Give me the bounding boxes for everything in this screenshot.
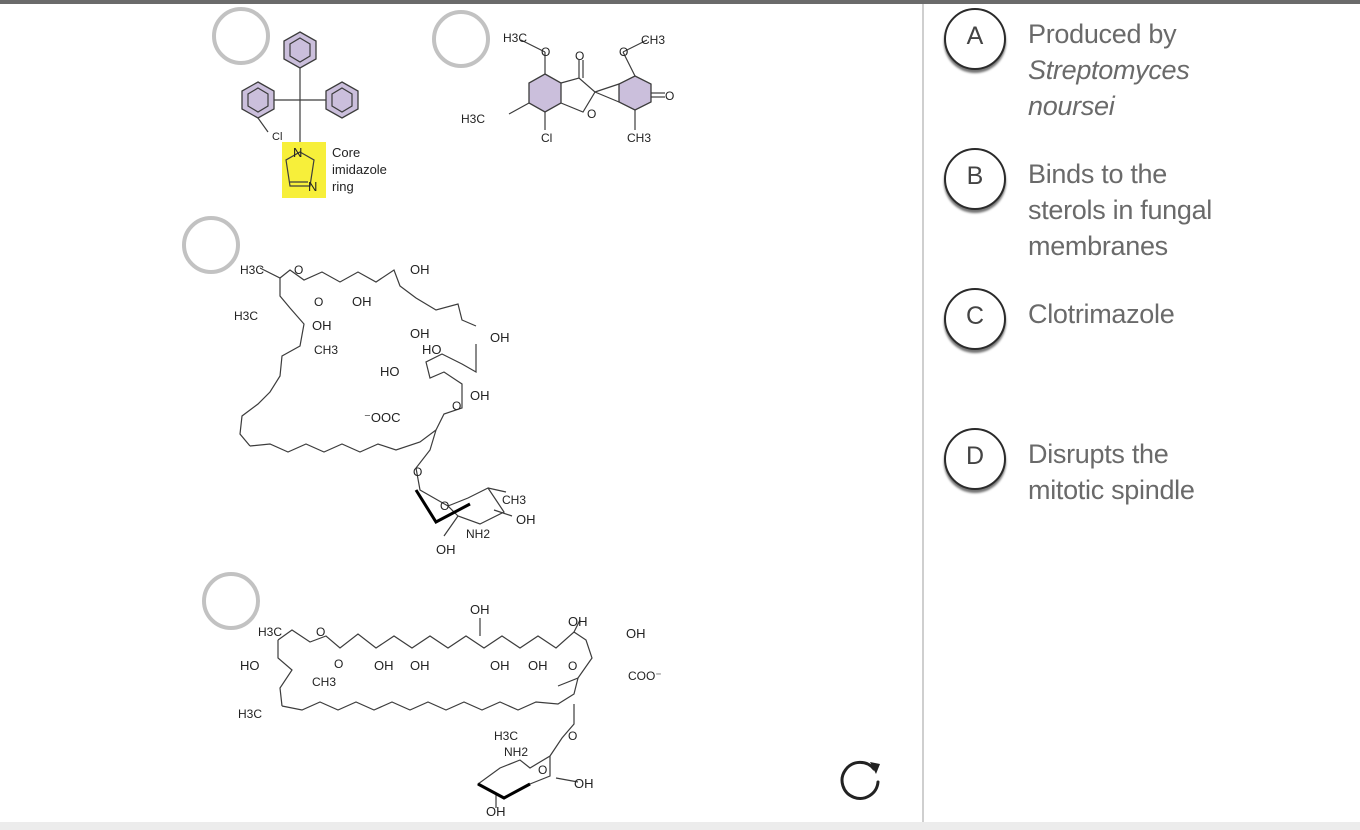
gris-cl: Cl — [541, 131, 552, 145]
choice-b-line2: sterols in fungal — [1028, 195, 1213, 225]
drop-target-nystatin[interactable] — [182, 216, 240, 274]
drop-target-clotrimazole[interactable] — [212, 7, 270, 65]
amph-oh-sugar-1: OH — [574, 776, 594, 791]
amph-oh-b-3: OH — [490, 658, 510, 673]
amph-o-keto: O — [334, 657, 343, 671]
choice-b[interactable]: B Binds to the sterols in fungal membran… — [944, 148, 1344, 261]
nys-o-glyc: O — [413, 465, 422, 479]
choice-a-line2: Streptomyces — [1028, 55, 1190, 85]
amph-ho: HO — [240, 658, 260, 673]
choice-c[interactable]: C Clotrimazole — [944, 288, 1344, 358]
amph-h3c-2: H3C — [238, 707, 262, 721]
nys-oh-sugar-2: OH — [436, 542, 456, 557]
top-border — [0, 0, 1360, 4]
choice-a-line3: noursei — [1028, 91, 1115, 121]
nys-oh-1: OH — [410, 262, 430, 277]
amph-oh-top-1: OH — [470, 602, 490, 617]
gris-ch3-top: CH3 — [641, 33, 665, 47]
gris-h3c-left: H3C — [461, 112, 485, 126]
clotrimazole-cl-label: Cl — [272, 131, 282, 143]
amph-h3c-1: H3C — [258, 625, 282, 639]
nys-ch3-sugar: CH3 — [502, 493, 526, 507]
nys-oh-5: OH — [490, 330, 510, 345]
gris-o4: O — [587, 107, 596, 121]
amphotericin-structure: H3C H3C HO O O CH3 OH OH OH OH OH OH OH … — [232, 596, 702, 820]
gris-h3c-top: H3C — [503, 31, 527, 45]
imidazole-label-line3: ring — [332, 179, 354, 194]
griseofulvin-structure: H3C CH3 H3C O O O O O Cl CH3 — [455, 22, 695, 152]
choice-d-text: Disrupts the mitotic spindle — [1028, 436, 1328, 508]
nys-o-keto: O — [314, 295, 323, 309]
panel-divider — [922, 4, 924, 822]
choice-b-badge: B — [944, 148, 1006, 210]
choice-b-text: Binds to the sterols in fungal membranes — [1028, 156, 1328, 264]
amph-ch3: CH3 — [312, 675, 336, 689]
choice-a-badge: A — [944, 8, 1006, 70]
clotrimazole-n1-label: N — [293, 145, 302, 160]
clotrimazole-n2-label: N — [308, 179, 317, 194]
amph-oh-b-1: OH — [374, 658, 394, 673]
nys-oh-sugar-1: OH — [516, 512, 536, 527]
nys-ooc: ⁻OOC — [364, 410, 400, 425]
nys-o-ring: O — [294, 263, 303, 277]
nys-ho-1: HO — [422, 342, 442, 357]
amph-coo: COO⁻ — [628, 669, 662, 683]
choice-c-badge: C — [944, 288, 1006, 350]
amph-oh-top-3: OH — [626, 626, 646, 641]
gris-o2: O — [619, 45, 628, 59]
amph-h3c-sugar: H3C — [494, 729, 518, 743]
nys-h3c-2: H3C — [234, 309, 258, 323]
choice-b-line1: Binds to the — [1028, 159, 1167, 189]
bottom-border — [0, 822, 1360, 830]
choice-d-line1: Disrupts the — [1028, 439, 1169, 469]
amph-o-glyc: O — [568, 729, 577, 743]
nys-ch3: CH3 — [314, 343, 338, 357]
clotrimazole-structure: Cl N N Core imidazole ring — [220, 28, 410, 203]
amph-oh-b-2: OH — [410, 658, 430, 673]
gris-o-keto: O — [665, 89, 674, 103]
nys-o-pyran: O — [452, 399, 461, 413]
choice-b-line3: membranes — [1028, 231, 1168, 261]
choice-d-line2: mitotic spindle — [1028, 475, 1195, 505]
amph-oh-b-4: OH — [528, 658, 548, 673]
gris-o3: O — [575, 49, 584, 63]
nys-h3c-1: H3C — [240, 263, 264, 277]
nys-ho-2: HO — [380, 364, 400, 379]
choice-c-line1: Clotrimazole — [1028, 299, 1175, 329]
choice-d-badge: D — [944, 428, 1006, 490]
choice-a[interactable]: A Produced by Streptomyces noursei — [944, 8, 1344, 121]
drop-target-griseofulvin[interactable] — [432, 10, 490, 68]
gris-o1: O — [541, 45, 550, 59]
amph-o-sugar: O — [538, 763, 547, 777]
nys-oh-4: OH — [410, 326, 430, 341]
reset-button[interactable] — [834, 752, 888, 806]
imidazole-label-line2: imidazole — [332, 162, 387, 177]
drop-target-amphotericin[interactable] — [202, 572, 260, 630]
amph-o-ring: O — [316, 625, 325, 639]
choice-c-text: Clotrimazole — [1028, 296, 1328, 332]
gris-ch3-bottom: CH3 — [627, 131, 651, 145]
choice-a-text: Produced by Streptomyces noursei — [1028, 16, 1328, 124]
nys-oh-3: OH — [312, 318, 332, 333]
imidazole-label-line1: Core — [332, 145, 360, 160]
amph-oh-sugar-2: OH — [486, 804, 506, 819]
nys-nh2: NH2 — [466, 527, 490, 541]
choice-a-line1: Produced by — [1028, 19, 1177, 49]
reset-icon — [840, 760, 880, 800]
choice-d[interactable]: D Disrupts the mitotic spindle — [944, 428, 1344, 508]
nystatin-structure: H3C H3C O O OH OH OH OH OH OH HO HO CH3 … — [230, 254, 560, 564]
nys-o-sugar: O — [440, 499, 449, 513]
amph-o-pyran: O — [568, 659, 577, 673]
amph-oh-top-2: OH — [568, 614, 588, 629]
nys-oh-6: OH — [470, 388, 490, 403]
amph-nh2: NH2 — [504, 745, 528, 759]
nys-oh-2: OH — [352, 294, 372, 309]
